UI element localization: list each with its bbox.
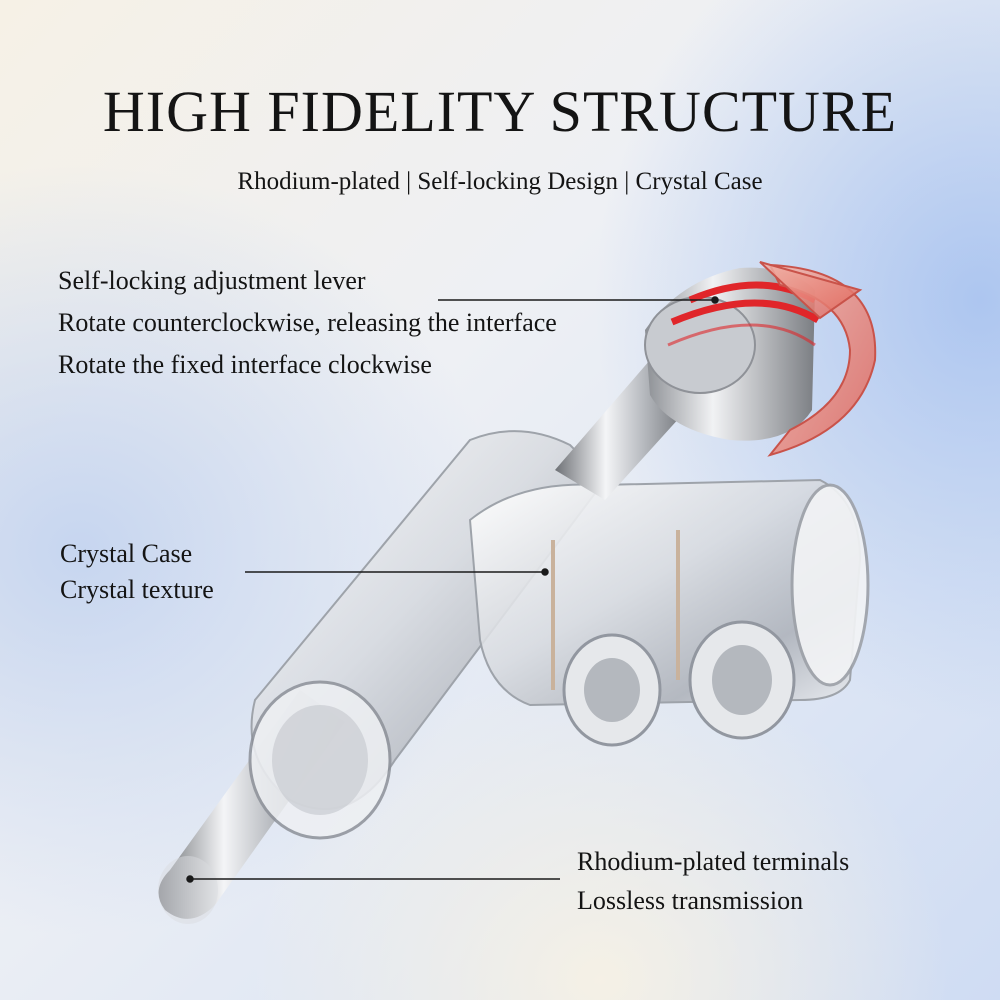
rotate-arrow-icon xyxy=(759,261,877,457)
callout-lever-line-1: Self-locking adjustment lever xyxy=(58,266,366,295)
callout-case-line-2: Crystal texture xyxy=(60,575,214,605)
crystal-case xyxy=(248,430,870,840)
callout-terminal-line-2: Lossless transmission xyxy=(577,886,804,915)
callout-case-line-1: Crystal Case xyxy=(60,539,193,568)
callout-terminal-line-1: Rhodium-plated terminals xyxy=(577,847,850,876)
leader-lines xyxy=(186,296,719,883)
page-subtitle: Rhodium-plated | Self-locking Design | C… xyxy=(237,168,763,195)
callout-lever-line-3: Rotate the fixed interface clockwise xyxy=(58,350,432,379)
page-title: HIGH FIDELITY STRUCTURE xyxy=(102,79,898,144)
callout-lever: Self-locking adjustment lever Rotate cou… xyxy=(58,262,557,388)
callout-case: Crystal Case Crystal texture xyxy=(60,536,214,609)
self-locking-knob xyxy=(644,267,820,441)
callout-terminal: Rhodium-plated terminals Lossless transm… xyxy=(577,842,849,920)
callout-lever-line-2: Rotate counterclockwise, releasing the i… xyxy=(58,308,557,337)
